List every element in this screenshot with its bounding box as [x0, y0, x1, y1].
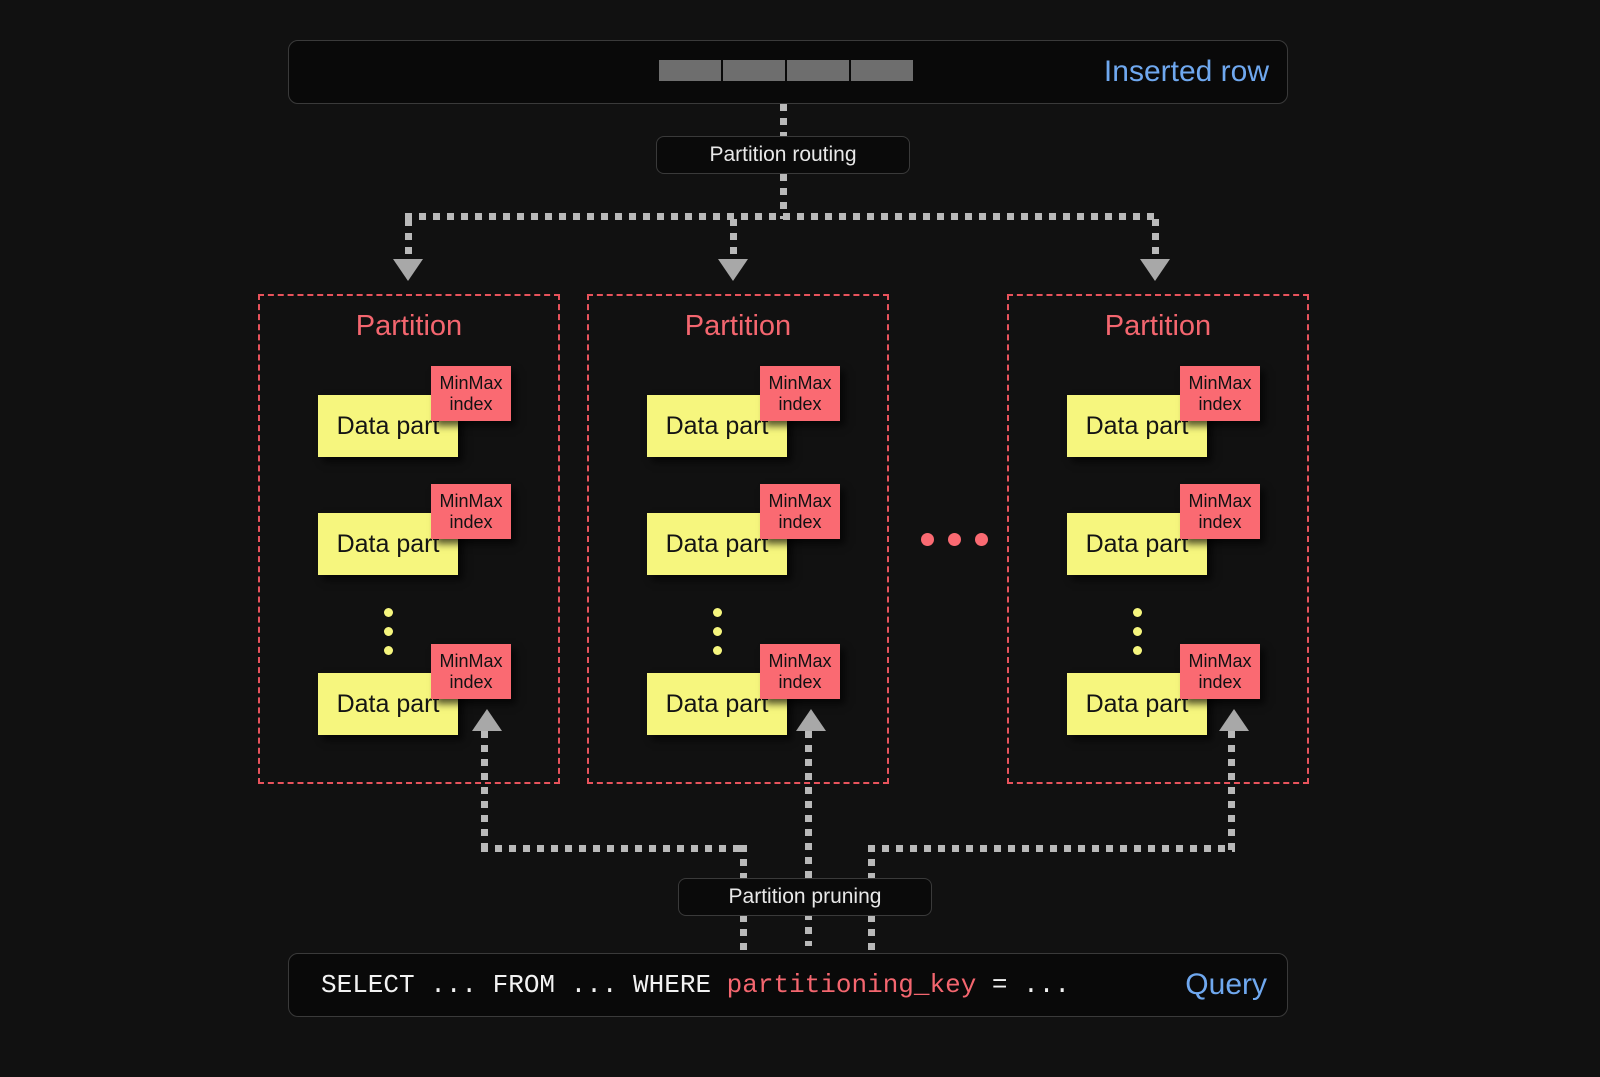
query-panel: SELECT ... FROM ... WHERE partitioning_k…	[288, 953, 1288, 1017]
minmax-index-box[interactable]: MinMax index	[760, 644, 840, 699]
query-prefix: SELECT ... FROM ... WHERE	[321, 970, 727, 1000]
data-part-group[interactable]: Data part MinMax index	[318, 644, 558, 744]
data-part-ellipsis	[384, 608, 394, 655]
minmax-line-2: index	[778, 393, 822, 414]
data-part-group[interactable]: Data part MinMax index	[647, 644, 887, 744]
inserted-row-cells	[659, 60, 913, 81]
minmax-line-1: MinMax	[1188, 372, 1252, 393]
connector-routing-to-bus	[780, 174, 787, 219]
partition-box-1[interactable]: Partition Data part MinMax index Data pa…	[258, 294, 560, 784]
minmax-line-1: MinMax	[439, 490, 503, 511]
data-part-group[interactable]: Data part MinMax index	[1067, 484, 1307, 584]
minmax-index-box[interactable]: MinMax index	[431, 366, 511, 421]
minmax-line-1: MinMax	[439, 650, 503, 671]
minmax-line-2: index	[778, 511, 822, 532]
connector-pruning-bus-left	[481, 845, 747, 852]
minmax-line-1: MinMax	[439, 372, 503, 393]
partition-title: Partition	[1104, 310, 1212, 342]
connector-row-to-routing	[780, 104, 787, 138]
minmax-index-box[interactable]: MinMax index	[431, 484, 511, 539]
data-part-box[interactable]: Data part	[1067, 395, 1207, 457]
data-part-ellipsis	[713, 608, 723, 655]
minmax-index-box[interactable]: MinMax index	[431, 644, 511, 699]
minmax-line-2: index	[449, 671, 493, 692]
data-part-ellipsis	[1133, 608, 1143, 655]
minmax-line-2: index	[1198, 511, 1242, 532]
partition-pruning-box[interactable]: Partition pruning	[678, 878, 932, 916]
data-part-group[interactable]: Data part MinMax index	[1067, 366, 1307, 466]
minmax-line-2: index	[449, 393, 493, 414]
row-cell	[851, 60, 913, 81]
partition-title: Partition	[684, 310, 792, 342]
row-cell	[659, 60, 721, 81]
data-part-group[interactable]: Data part MinMax index	[647, 366, 887, 466]
arrow-into-partition-1	[393, 259, 423, 281]
partition-routing-box[interactable]: Partition routing	[656, 136, 910, 174]
query-partitioning-key: partitioning_key	[726, 970, 977, 1000]
minmax-line-1: MinMax	[1188, 650, 1252, 671]
query-suffix: = ...	[976, 970, 1070, 1000]
connector-bus-to-partition-2	[730, 219, 737, 261]
row-cell	[787, 60, 849, 81]
data-part-group[interactable]: Data part MinMax index	[647, 484, 887, 584]
data-part-group[interactable]: Data part MinMax index	[318, 484, 558, 584]
minmax-index-box[interactable]: MinMax index	[1180, 644, 1260, 699]
inserted-row-label: Inserted row	[1103, 55, 1269, 88]
minmax-line-1: MinMax	[1188, 490, 1252, 511]
minmax-line-2: index	[778, 671, 822, 692]
minmax-line-1: MinMax	[768, 372, 832, 393]
minmax-index-box[interactable]: MinMax index	[760, 366, 840, 421]
minmax-line-2: index	[1198, 393, 1242, 414]
arrow-out-of-partition-2	[796, 709, 826, 731]
connector-distribution-bus	[405, 213, 1161, 220]
partition-title: Partition	[355, 310, 463, 342]
arrow-into-partition-3	[1140, 259, 1170, 281]
partition-box-2[interactable]: Partition Data part MinMax index Data pa…	[587, 294, 889, 784]
connector-partition-1-to-pruning	[481, 731, 488, 851]
connector-bus-to-partition-1	[405, 219, 412, 261]
partition-box-3[interactable]: Partition Data part MinMax index Data pa…	[1007, 294, 1309, 784]
minmax-index-box[interactable]: MinMax index	[760, 484, 840, 539]
arrow-into-partition-2	[718, 259, 748, 281]
minmax-line-2: index	[449, 511, 493, 532]
row-cell	[723, 60, 785, 81]
data-part-group[interactable]: Data part MinMax index	[1067, 644, 1307, 744]
query-text: SELECT ... FROM ... WHERE partitioning_k…	[321, 970, 1070, 1000]
minmax-line-2: index	[1198, 671, 1242, 692]
connector-partition-3-to-pruning	[1228, 731, 1235, 851]
minmax-index-box[interactable]: MinMax index	[1180, 366, 1260, 421]
connector-pruning-bus-right	[868, 845, 1235, 852]
query-label: Query	[1185, 968, 1267, 1001]
partition-ellipsis	[921, 533, 988, 546]
connector-bus-to-partition-3	[1152, 219, 1159, 261]
arrow-out-of-partition-1	[472, 709, 502, 731]
minmax-index-box[interactable]: MinMax index	[1180, 484, 1260, 539]
minmax-line-1: MinMax	[768, 650, 832, 671]
connector-partition-2-to-pruning	[805, 731, 812, 946]
arrow-out-of-partition-3	[1219, 709, 1249, 731]
data-part-group[interactable]: Data part MinMax index	[318, 366, 558, 466]
inserted-row-panel: Inserted row	[288, 40, 1288, 104]
minmax-line-1: MinMax	[768, 490, 832, 511]
